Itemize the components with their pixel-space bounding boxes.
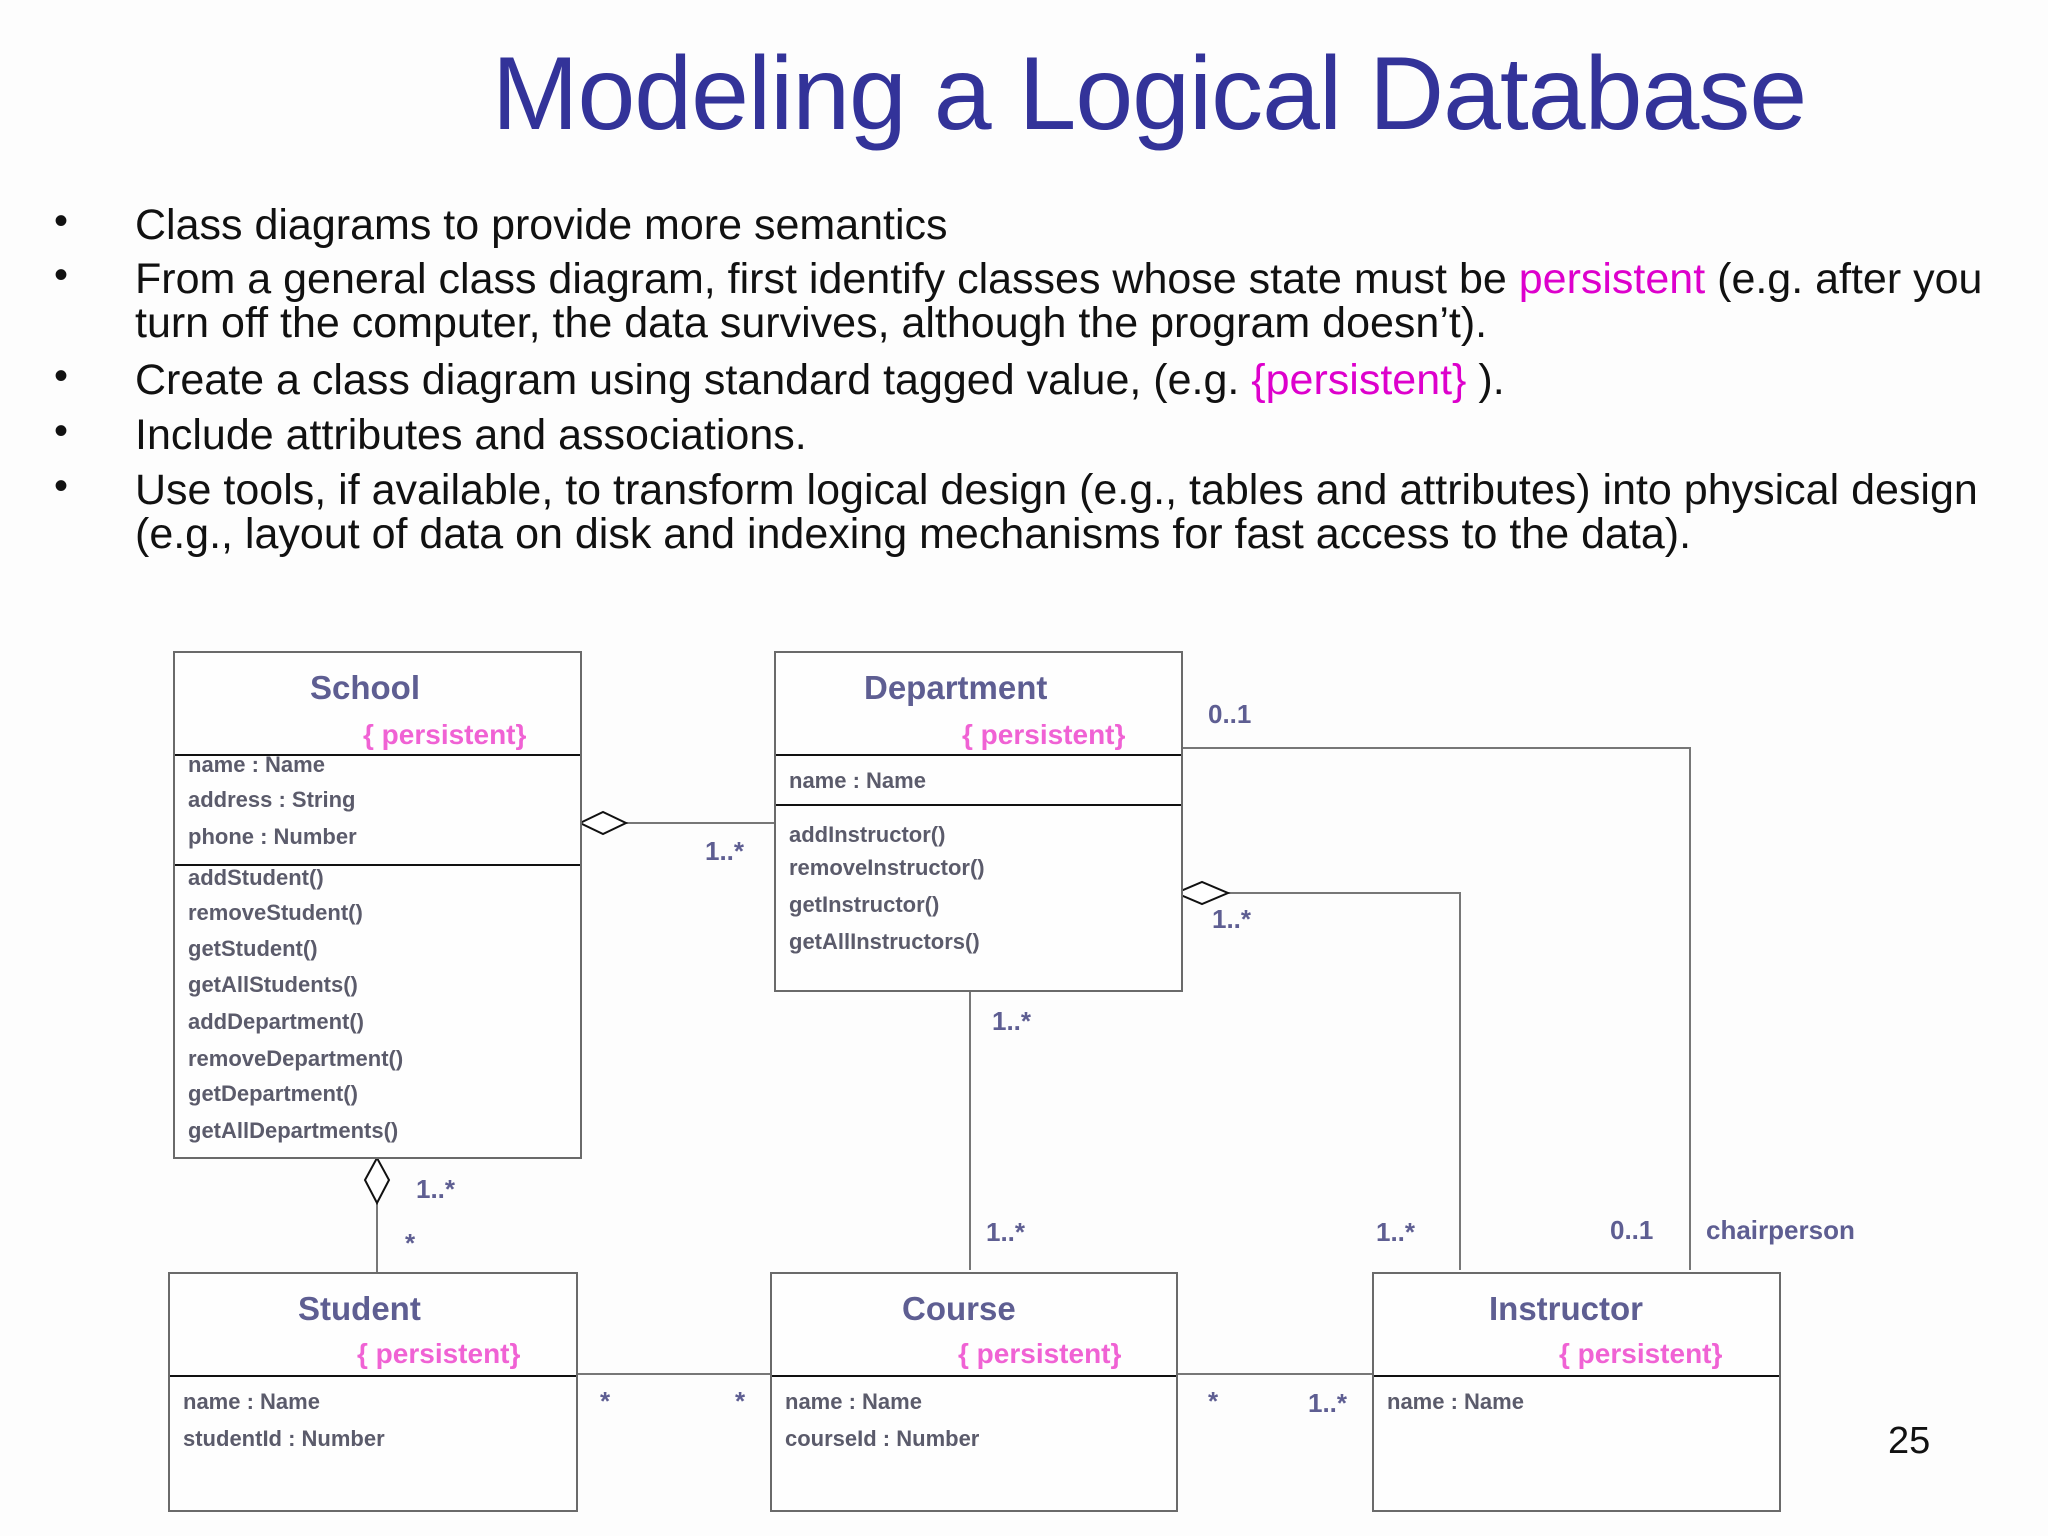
highlight-tagged-value: {persistent}: [1251, 356, 1467, 404]
attribute: name : Name: [789, 768, 926, 793]
bullet-dot: •: [54, 354, 69, 398]
bullet-dot: •: [54, 253, 69, 297]
operation: getDepartment(): [188, 1081, 358, 1106]
compartment-divider: [776, 804, 1181, 806]
attribute: name : Name: [785, 1389, 922, 1414]
class-department: Department { persistent} name : Name add…: [774, 651, 1183, 992]
multiplicity-label: *: [1208, 1386, 1219, 1416]
operation: addDepartment(): [188, 1009, 365, 1034]
operation: removeStudent(): [188, 900, 363, 925]
class-school: School { persistent} name : Name address…: [173, 651, 582, 1159]
aggregation-diamond-icon: [363, 1155, 391, 1206]
operation: addInstructor(): [789, 822, 946, 847]
operation: getAllDepartments(): [188, 1118, 399, 1143]
class-instructor: Instructor { persistent} name : Name: [1372, 1272, 1781, 1512]
attribute: name : Name: [183, 1389, 320, 1414]
slide-title: Modeling a Logical Database: [491, 36, 1807, 152]
attribute: name : Name: [1387, 1389, 1524, 1414]
compartment-divider: [170, 1375, 576, 1377]
class-tag: { persistent}: [962, 719, 1126, 750]
multiplicity-label: 1..*: [416, 1174, 456, 1204]
bullet-text: Class diagrams to provide more semantics: [135, 201, 948, 249]
compartment-divider: [175, 864, 580, 866]
multiplicity-label: *: [735, 1386, 746, 1416]
bullet-text: Include attributes and associations.: [135, 411, 807, 459]
department-instructor-association: [1228, 892, 1461, 1270]
multiplicity-label: 1..*: [1376, 1217, 1416, 1247]
compartment-divider: [175, 754, 580, 756]
multiplicity-label: *: [405, 1228, 416, 1258]
bullet-dot: •: [54, 409, 69, 453]
role-label: chairperson: [1706, 1215, 1855, 1245]
multiplicity-label: 1..*: [705, 836, 745, 866]
class-name: Student: [298, 1290, 421, 1327]
operation: getStudent(): [188, 936, 318, 961]
operation: getAllInstructors(): [789, 929, 980, 954]
compartment-divider: [1374, 1375, 1779, 1377]
operation: removeInstructor(): [789, 855, 985, 880]
multiplicity-label: 0..1: [1208, 699, 1252, 729]
multiplicity-label: 1..*: [1212, 904, 1252, 934]
multiplicity-label: 1..*: [1308, 1388, 1348, 1418]
class-tag: { persistent}: [357, 1338, 521, 1369]
multiplicity-label: 1..*: [992, 1006, 1032, 1036]
aggregation-diamond-icon: [1173, 880, 1231, 906]
bullet-dot: •: [54, 199, 69, 243]
class-student: Student { persistent} name : Name studen…: [168, 1272, 578, 1512]
compartment-divider: [772, 1375, 1176, 1377]
class-name: Instructor: [1489, 1290, 1644, 1327]
multiplicity-label: 0..1: [1610, 1215, 1654, 1245]
class-name: School: [310, 669, 421, 706]
highlight-persistent: persistent: [1518, 255, 1706, 303]
attribute: name : Name: [188, 752, 325, 777]
class-tag: { persistent}: [363, 719, 527, 750]
operation: getAllStudents(): [188, 972, 358, 997]
aggregation-diamond-icon: [577, 810, 629, 836]
attribute: address : String: [188, 787, 356, 812]
attribute: studentId : Number: [183, 1426, 385, 1451]
bullet-dot: •: [54, 464, 69, 508]
class-tag: { persistent}: [1559, 1338, 1723, 1369]
bullet-text: From a general class diagram, first iden…: [135, 255, 1983, 347]
attribute: phone : Number: [188, 824, 357, 849]
class-name: Department: [864, 669, 1048, 706]
bullet-text: Create a class diagram using standard ta…: [135, 356, 1505, 404]
bullet-text: Use tools, if available, to transform lo…: [135, 466, 1978, 558]
compartment-divider: [776, 754, 1181, 756]
multiplicity-label: 1..*: [986, 1217, 1026, 1247]
multiplicity-label: *: [600, 1386, 611, 1416]
operation: getInstructor(): [789, 892, 940, 917]
page-number: 25: [1888, 1420, 1931, 1462]
chairperson-association: [1180, 747, 1691, 1270]
class-course: Course { persistent} name : Name courseI…: [770, 1272, 1178, 1512]
operation: addStudent(): [188, 865, 324, 890]
attribute: courseId : Number: [785, 1426, 980, 1451]
operation: removeDepartment(): [188, 1046, 404, 1071]
class-name: Course: [902, 1290, 1016, 1327]
class-tag: { persistent}: [958, 1338, 1122, 1369]
